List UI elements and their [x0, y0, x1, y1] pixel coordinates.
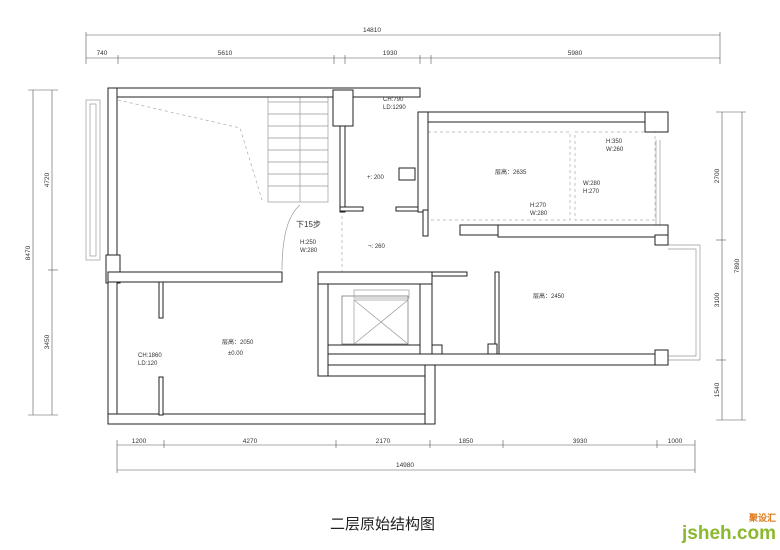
logo-text: jsheh.com — [682, 523, 776, 544]
dim-right-3: 1540 — [714, 382, 721, 397]
drawing-title: 二层原始结构图 — [330, 515, 436, 533]
logo-tagline: 聚设汇 — [748, 513, 776, 523]
dim-bottom-1: 1200 — [132, 438, 147, 445]
room-se-height: 层高：2450 — [533, 292, 565, 300]
window-ne-w: W:260 — [606, 147, 624, 153]
dim-bottom-6: 1000 — [668, 438, 683, 445]
window-top-ch: CH:790 — [383, 97, 404, 103]
beam-label-2: ¬: 260 — [368, 244, 386, 250]
opening-stair-h: H:250 — [300, 240, 317, 246]
room-w-height: 层高：2050 — [222, 338, 254, 346]
opening-ne-w: W:280 — [583, 181, 601, 187]
dim-right-1: 2700 — [714, 168, 721, 183]
dim-bottom-2: 4270 — [243, 438, 258, 445]
dim-bottom-total: 14980 — [396, 462, 414, 469]
dim-left-2: 3450 — [44, 334, 51, 349]
dimension-lines — [28, 32, 746, 473]
dim-top-1: 740 — [97, 50, 108, 57]
staircase — [117, 89, 329, 271]
dim-right-2: 3100 — [714, 292, 721, 307]
opening-stair-w: W:280 — [300, 248, 318, 254]
room-ne-height: 层高：2635 — [495, 168, 527, 176]
window-w-ch: CH:1860 — [138, 353, 162, 359]
walls — [105, 87, 669, 425]
window-top-ld: LD:1290 — [383, 105, 406, 111]
dim-top-3: 1930 — [383, 50, 398, 57]
room-w-level: ±0.00 — [228, 351, 244, 357]
stairs-label: 下15步 — [296, 220, 321, 229]
dim-top-2: 5610 — [218, 50, 233, 57]
opening-ne-bottom-w: W:280 — [530, 211, 548, 217]
elevator-shaft — [341, 289, 410, 345]
opening-ne-bottom-h: H:270 — [530, 203, 547, 209]
dim-right-total: 7890 — [734, 258, 741, 273]
window-w-ld: LD:120 — [138, 361, 158, 367]
dim-bottom-4: 1850 — [459, 438, 474, 445]
dim-top-4: 5980 — [568, 50, 583, 57]
dim-left-total: 8470 — [25, 245, 32, 260]
beam-label-1: +: 200 — [367, 175, 385, 181]
dim-bottom-3: 2170 — [376, 438, 391, 445]
window-ne-h: H:350 — [606, 139, 623, 145]
dim-top-total: 14810 — [363, 27, 381, 34]
opening-ne-h: H:270 — [583, 189, 600, 195]
dim-left-1: 4720 — [44, 172, 51, 187]
dim-bottom-5: 3930 — [573, 438, 588, 445]
beam-lines — [341, 131, 656, 280]
